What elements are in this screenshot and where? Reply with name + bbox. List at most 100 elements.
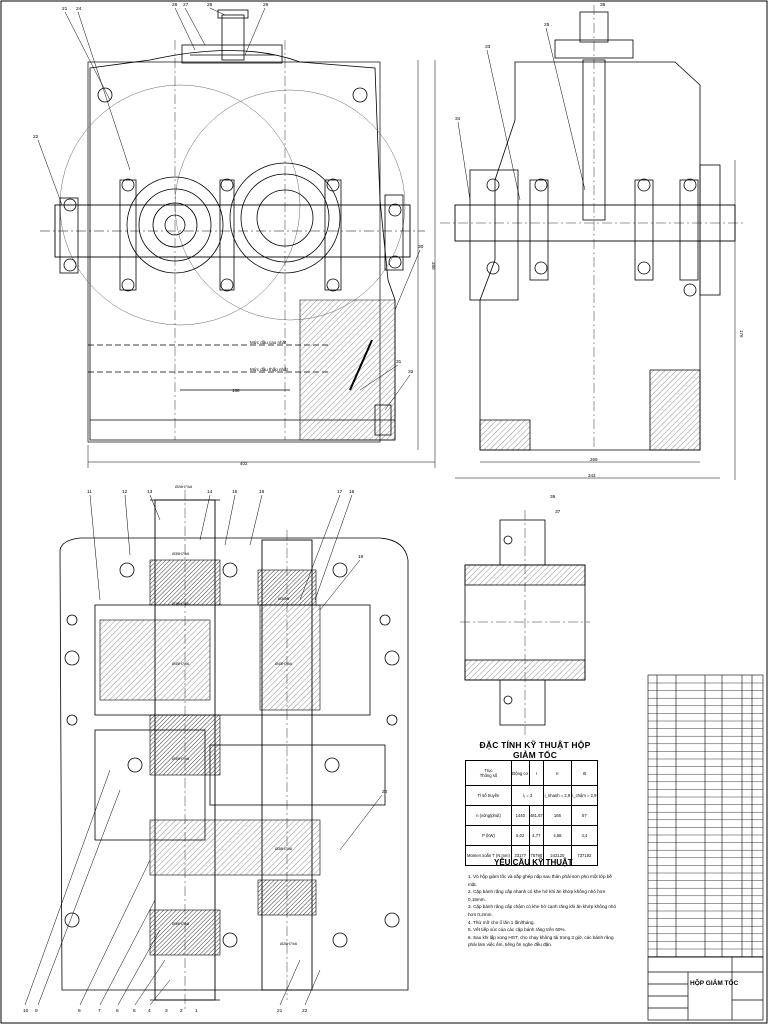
- dim-side-width: 343: [588, 473, 596, 478]
- spec-ratio: i_nhanh = 2,9: [543, 785, 572, 806]
- front-leaders: [37, 7, 421, 411]
- spec-cell: 1440: [510, 805, 530, 826]
- spec-col: II: [543, 760, 572, 786]
- callout-number: 21: [62, 6, 68, 12]
- dim-front-height: 390: [431, 262, 436, 270]
- plan-view: [59, 490, 409, 1010]
- callout-number: 35: [600, 2, 606, 8]
- parts-rows: [648, 682, 763, 957]
- spec-cell: 5,02: [510, 825, 530, 846]
- callout-number: 3: [165, 1008, 168, 1014]
- callout-number: 5: [133, 1008, 136, 1014]
- callout-number: 11: [87, 489, 92, 495]
- callout-number: 34: [455, 116, 461, 122]
- callout-number: 4: [148, 1008, 151, 1014]
- requirements-title: YÊU CẦU KỸ THUẬT: [494, 858, 573, 867]
- side-view-labels: 269 343 176: [588, 330, 744, 478]
- spec-col: Động cơ: [510, 760, 530, 786]
- callout-number: 10: [23, 1008, 29, 1014]
- callout-number: 14: [207, 489, 213, 495]
- callout-number: 21: [277, 1008, 283, 1014]
- parts-list: [647, 674, 764, 958]
- fit-annotation: Ø38H7/k6: [172, 602, 189, 606]
- callout-number: 24: [76, 6, 82, 12]
- callout-number: 37: [555, 509, 561, 515]
- front-view: [40, 9, 436, 468]
- spec-ratio: i₁ = 3: [510, 785, 545, 806]
- spec-row-label: Momen xoắn T (N.mm): [465, 845, 512, 866]
- fit-annotation: Ø45H7/k6: [172, 662, 189, 666]
- requirement-item: hơn 0,2mm.: [468, 911, 493, 917]
- callout-number: 6: [116, 1008, 119, 1014]
- fit-annotation: Ø38H7/k6: [275, 847, 292, 851]
- spec-cell: 4,4: [570, 825, 599, 846]
- callout-number: 32: [408, 369, 414, 375]
- spec-ratio: i_chậm = 2,9: [570, 785, 599, 806]
- spec-corner-bottom: Thông số: [479, 773, 498, 778]
- callout-number: 25: [544, 22, 550, 28]
- requirement-item: 5. Vết tiếp xúc của các cặp bánh răng tr…: [468, 927, 566, 933]
- spec-corner-top: Trục: [484, 768, 493, 773]
- callout-number: 9: [35, 1008, 38, 1014]
- requirements-list: 1. Vỏ hộp giảm tốc và nắp ghép nắp sau t…: [468, 873, 618, 949]
- oil-max-label: Mức dầu cao nhất: [250, 340, 287, 345]
- requirement-item: 4. Thử mỡ cho ổ lăn 1 lần/tháng.: [468, 919, 535, 925]
- dim-side-base: 269: [590, 457, 598, 462]
- spec-row-label: Tỉ số truyền: [465, 785, 512, 806]
- requirement-item: 6. Sau khi lắp xong HGT, cho chạy không …: [468, 934, 614, 940]
- requirement-item: 0,15mm.: [468, 896, 486, 902]
- callout-number: 17: [337, 489, 343, 495]
- callout-number: 19: [358, 554, 364, 560]
- fit-annotation: Ø26H7/k6: [280, 942, 297, 946]
- spec-cell: 75790: [528, 845, 545, 866]
- spec-cell: 737192: [570, 845, 599, 866]
- callout-number: 13: [147, 489, 153, 495]
- callout-number: 30: [418, 244, 424, 250]
- spec-col: I: [528, 760, 545, 786]
- callout-number: 18: [349, 489, 355, 495]
- front-view-labels: 402 168 390 Mức dầu cao nhất Mức dầu thấ…: [232, 262, 436, 466]
- spec-row-label: n (vòng/phút): [465, 805, 512, 826]
- dim-front-width: 402: [240, 461, 248, 466]
- oil-min-label: Mức dầu thấp nhất: [250, 367, 289, 372]
- spec-cell: 481,67: [528, 805, 545, 826]
- callout-number: 33: [485, 44, 491, 50]
- callout-number: 29: [263, 2, 269, 8]
- requirement-item: 3. Cặp bánh răng cấp chậm có khe hở cạnh…: [468, 904, 617, 910]
- callout-number: 12: [122, 489, 128, 495]
- coupling-detail: [460, 510, 590, 735]
- spec-cell: 57: [570, 805, 599, 826]
- callout-number: 8: [78, 1008, 81, 1014]
- callout-number: 22: [33, 134, 39, 140]
- callout-number: 20: [382, 789, 388, 795]
- callout-number: 22: [302, 1008, 308, 1014]
- requirement-item: 2. Cặp bánh răng cấp nhanh có khe hở khi…: [468, 889, 606, 895]
- side-view: [440, 5, 745, 480]
- callout-number: 7: [98, 1008, 101, 1014]
- fit-annotation: Ø26H7/k6: [175, 485, 192, 489]
- dim-front-inner: 168: [232, 388, 240, 393]
- callout-number: 36: [550, 494, 556, 500]
- requirement-item: 1. Vỏ hộp giảm tốc và nắp ghép nắp sau t…: [468, 874, 612, 887]
- callout-number: 26: [172, 2, 178, 8]
- fit-annotation: Ø30k6: [278, 597, 289, 601]
- spec-cell: 4,58: [543, 825, 572, 846]
- spec-cell: 166: [543, 805, 572, 826]
- dim-side-height: 176: [739, 330, 744, 338]
- spec-col: III: [570, 760, 599, 786]
- callout-number: 28: [207, 2, 213, 8]
- side-leaders: [457, 27, 586, 201]
- fit-annotation: Ø45H7/k6: [275, 662, 292, 666]
- callout-number: 1: [195, 1008, 198, 1014]
- spec-cell: 4,77: [528, 825, 545, 846]
- requirement-item: phải làm việc êm, tiếng ồn nghe đều đặn.: [468, 942, 553, 948]
- drawing-name: HỘP GIẢM TỐC: [690, 980, 739, 987]
- fit-annotation: Ø35H7/k6: [172, 757, 189, 761]
- fit-annotation: Ø35H7/k6: [172, 552, 189, 556]
- callout-number: 15: [232, 489, 238, 495]
- plan-leaders: [24, 494, 383, 1006]
- callout-number: 27: [183, 2, 189, 8]
